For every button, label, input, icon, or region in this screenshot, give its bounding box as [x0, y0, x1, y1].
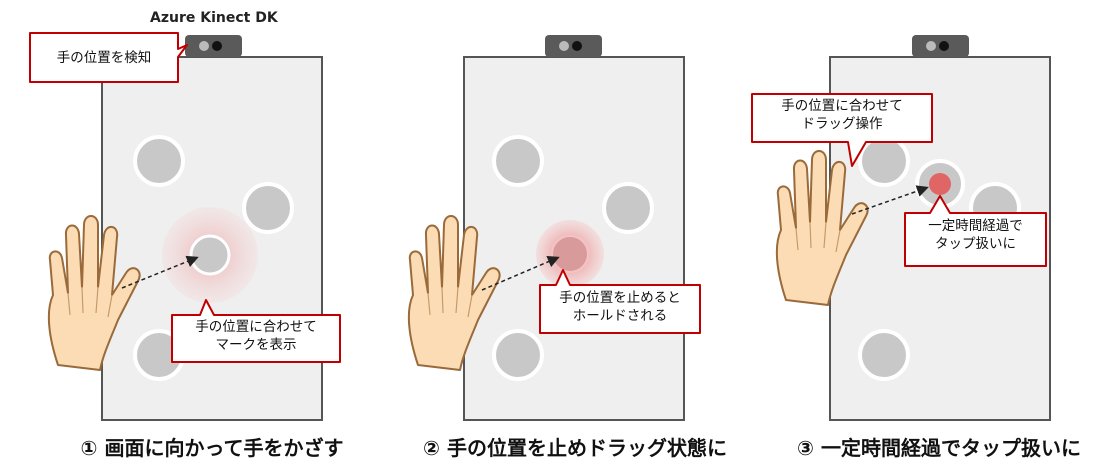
callout-text-tap: 一定時間経過で タップ扱いに — [928, 218, 1023, 253]
callout-box-1a — [29, 32, 188, 83]
step-caption-3: ③ 一定時間経過でタップ扱いに — [797, 436, 1081, 460]
tap-mark — [929, 173, 951, 195]
step-caption-2: ② 手の位置を止めドラッグ状態に — [423, 436, 727, 460]
callout-text-show-mark: 手の位置に合わせて マークを表示 — [195, 319, 317, 354]
device-label: Azure Kinect DK — [150, 10, 278, 26]
tracking-arrow-3 — [851, 185, 929, 215]
callout-text-hold: 手の位置を止めると ホールドされる — [559, 290, 681, 325]
panel-1 — [29, 32, 341, 421]
button-circles-2 — [492, 135, 654, 381]
panel-2 — [407, 35, 701, 421]
kinect-camera-1 — [185, 35, 242, 57]
callout-box-3a — [751, 93, 933, 167]
step-caption-1: ① 画面に向かって手をかざす — [80, 436, 344, 460]
kinect-camera-3 — [912, 35, 969, 57]
panel-3 — [751, 35, 1051, 421]
callout-box-3b — [904, 195, 1047, 267]
callout-box-2 — [539, 269, 701, 334]
callout-text-drag: 手の位置に合わせて ドラッグ操作 — [781, 98, 903, 133]
kinect-camera-2 — [545, 35, 602, 57]
tracking-arrow-1 — [121, 255, 199, 289]
callout-box-1b — [171, 299, 341, 363]
callout-text-detect: 手の位置を検知 — [56, 50, 152, 66]
